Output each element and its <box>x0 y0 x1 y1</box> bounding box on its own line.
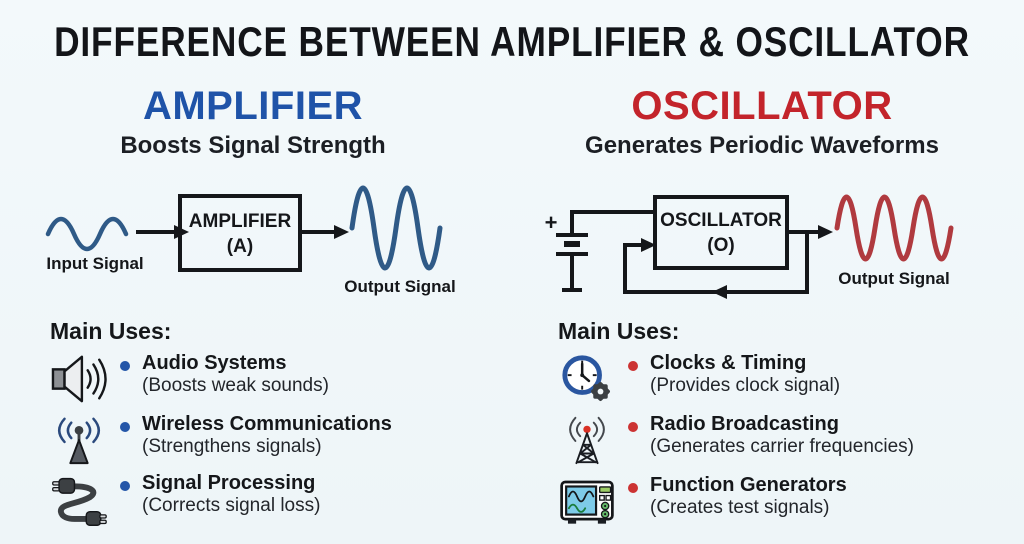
use-title: Radio Broadcasting <box>650 413 839 435</box>
use-title: Clocks & Timing <box>650 352 807 374</box>
use-wireless-communications: Wireless Communications (Strengthens sig… <box>50 413 510 467</box>
bullet <box>120 361 130 371</box>
oscillator-heading: OSCILLATOR <box>631 84 893 128</box>
use-clocks-timing: Clocks & Timing (Provides clock signal) <box>558 352 1018 406</box>
amplifier-box-label: AMPLIFIER <box>189 211 292 232</box>
amplifier-subtitle: Boosts Signal Strength <box>120 132 386 159</box>
clock-gear-icon <box>562 355 610 401</box>
bullet <box>628 422 638 432</box>
oscillator-box-symbol: (O) <box>707 235 734 256</box>
antenna-icon <box>57 417 101 465</box>
amplifier-diagram: Input Signal AMPLIFIER (A) Output Signal <box>45 185 456 296</box>
speaker-icon <box>51 355 107 403</box>
feedback-arrowhead-into-box <box>641 238 656 252</box>
use-title: Wireless Communications <box>142 413 392 435</box>
input-wave <box>45 216 129 252</box>
use-signal-processing: Signal Processing (Corrects signal loss) <box>50 472 510 526</box>
oscillator-main-uses-heading: Main Uses: <box>558 318 680 344</box>
use-title: Audio Systems <box>142 352 287 374</box>
oscillator-box <box>653 195 789 270</box>
oscillator-output-signal-label: Output Signal <box>838 269 949 288</box>
use-subtitle: (Creates test signals) <box>650 497 830 519</box>
battery-plus-label: + <box>545 210 558 235</box>
amplifier-box-symbol: (A) <box>227 236 253 257</box>
use-subtitle: (Strengthens signals) <box>142 436 322 458</box>
use-audio-systems: Audio Systems (Boosts weak sounds) <box>50 352 510 406</box>
amplifier-box <box>178 194 302 272</box>
amplifier-main-uses-heading: Main Uses: <box>50 318 172 344</box>
oscillator-box-label: OSCILLATOR <box>660 210 782 231</box>
page-title: DIFFERENCE BETWEEN AMPLIFIER & OSCILLATO… <box>54 18 970 65</box>
use-function-generators: Function Generators (Creates test signal… <box>558 474 1018 528</box>
bullet <box>628 361 638 371</box>
bullet <box>628 483 638 493</box>
use-subtitle: (Boosts weak sounds) <box>142 375 329 397</box>
battery-wire <box>570 210 655 234</box>
use-title: Signal Processing <box>142 472 316 494</box>
function-generator-icon <box>560 480 614 524</box>
use-radio-broadcasting: Radio Broadcasting (Generates carrier fr… <box>558 413 1018 467</box>
use-subtitle: (Generates carrier frequencies) <box>650 436 914 458</box>
battery-icon <box>556 233 588 292</box>
output-wave <box>349 185 443 271</box>
oscillator-output-arrowhead <box>818 225 833 239</box>
output-signal-label: Output Signal <box>344 277 455 296</box>
feedback-loop <box>623 232 809 294</box>
input-signal-label: Input Signal <box>46 254 143 273</box>
radio-tower-icon <box>569 416 605 465</box>
bullet <box>120 422 130 432</box>
bullet <box>120 481 130 491</box>
audio-cable-icon <box>52 477 107 526</box>
amplifier-heading: AMPLIFIER <box>142 84 364 128</box>
use-subtitle: (Corrects signal loss) <box>142 495 321 517</box>
output-arrowhead <box>334 225 349 239</box>
oscillator-output-wave <box>834 194 954 262</box>
oscillator-diagram: + OSCILLATOR (O) Output Signal <box>545 194 954 299</box>
use-subtitle: (Provides clock signal) <box>650 375 841 397</box>
use-title: Function Generators <box>650 474 847 496</box>
feedback-arrowhead-left <box>712 285 727 299</box>
oscillator-subtitle: Generates Periodic Waveforms <box>585 132 939 159</box>
